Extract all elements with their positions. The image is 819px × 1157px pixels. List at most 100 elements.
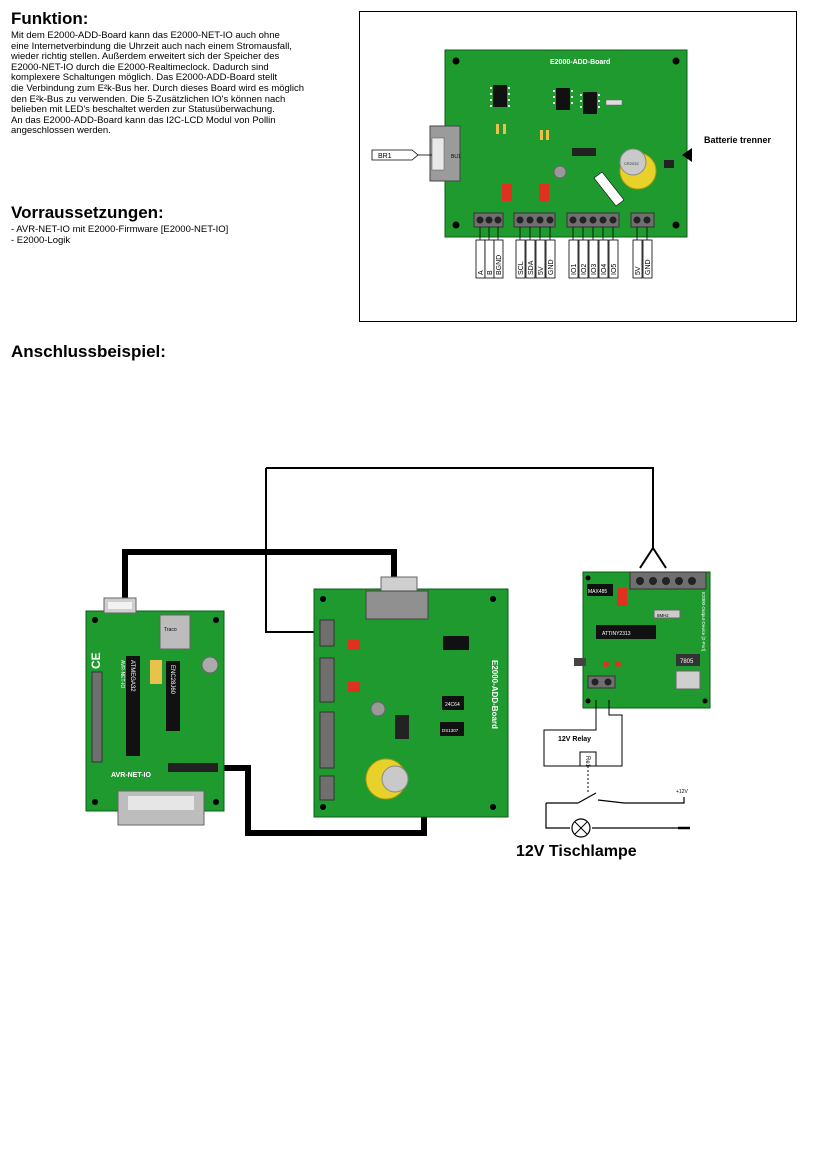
svg-text:ATTINY2313: ATTINY2313	[602, 631, 631, 637]
output-dip-switch	[617, 588, 627, 606]
funktion-line: wieder richtig stellen. Außerdem erweite…	[11, 51, 280, 63]
dip-switch-s2	[539, 184, 549, 201]
add-header	[395, 715, 409, 739]
avr-terminal-strip	[91, 671, 103, 763]
ic3-chip	[583, 92, 597, 114]
output-relay-header	[574, 658, 586, 666]
battery-trenner-label: Batterie trenner	[704, 135, 772, 145]
relay-wire-left	[543, 700, 597, 767]
funktion-line: die Verbindung zum E²k-Bus her. Durch di…	[11, 82, 305, 94]
pin-label-box	[642, 239, 653, 279]
resistor-r1	[496, 124, 499, 134]
bus-wire-split	[639, 547, 667, 569]
terminal-block-bus	[473, 212, 504, 228]
anschlussbeispiel-heading: Anschlussbeispiel:	[11, 342, 166, 361]
wiring-diagram: Traco ATMEGA32 AVR-NET-IO ENC28J60 CE AV…	[85, 467, 711, 838]
pin-label: IO4	[601, 264, 608, 275]
svg-text:24C64: 24C64	[445, 702, 460, 708]
socket-label: BU1	[451, 154, 461, 160]
funktion-line: komplexere Schaltungen möglich. Das E200…	[11, 72, 278, 84]
board-title: E2000-ADD-Board	[550, 59, 610, 66]
br1-label: BR1	[378, 153, 392, 160]
svg-text:8MHz: 8MHz	[657, 613, 670, 618]
terminal-block-i2c	[513, 212, 556, 228]
funktion-line: Mit dem E2000-ADD-Board kann das E2000-N…	[11, 30, 280, 41]
mount-hole	[452, 57, 460, 65]
battery-tag	[593, 171, 625, 207]
supply-label: +12V	[676, 789, 688, 795]
br1-label-tag	[371, 149, 419, 161]
add-bus-terminal	[319, 619, 335, 647]
funktion-line: den E²k-Bus zu verwenden. Die 5-Zusätzli…	[11, 93, 286, 105]
requirement-item: - E2000-Logik	[11, 234, 71, 246]
relay-ref: Re1	[584, 756, 590, 768]
add-board-wiring: 24C64 DS1307 E2000-ADD-Board	[313, 576, 509, 818]
pin-label: 5V	[538, 266, 545, 275]
ic1-chip	[493, 85, 507, 107]
pin-label-box	[632, 239, 643, 279]
capacitor	[553, 165, 567, 179]
add-switch-1	[348, 640, 360, 650]
pin-label-box	[545, 239, 556, 279]
battery-arrow-icon	[682, 148, 692, 162]
add-board-title-vertical: E2000-ADD-Board	[490, 660, 499, 729]
pin-label: SDA	[528, 260, 535, 275]
add-board-pcb	[444, 49, 688, 238]
lcd-header	[572, 148, 596, 156]
add-chip-24c64	[442, 696, 464, 710]
svg-text:AVR-NET-IO: AVR-NET-IO	[119, 660, 125, 688]
lamp-circuit	[545, 797, 685, 829]
avr-net-io-board: Traco ATMEGA32 AVR-NET-IO ENC28J60 CE AV…	[85, 597, 225, 826]
add-board-diagram: E2000-ADD-Board CR2032	[371, 49, 772, 279]
pin-label: B	[487, 270, 494, 275]
relay-wire-right	[596, 700, 623, 767]
crystal-q1	[605, 99, 623, 106]
lamp-caption: 12V Tischlampe	[516, 843, 637, 860]
pin-label-box	[525, 239, 536, 279]
output-regulator	[676, 654, 700, 666]
avr-resistor-array	[150, 660, 162, 684]
add-i2c-terminal	[319, 657, 335, 703]
pin-label-box	[493, 239, 504, 279]
requirement-item: - AVR-NET-IO mit E2000-Firmware [E2000-N…	[11, 224, 229, 235]
avr-i2c-header	[168, 763, 218, 772]
pin-label-box	[535, 239, 546, 279]
mount-hole	[672, 57, 680, 65]
add-switch-2	[348, 682, 360, 692]
pin-label: SCL	[518, 261, 525, 275]
terminal-block-io	[566, 212, 620, 228]
svg-text:MAX485: MAX485	[588, 589, 607, 595]
funktion-line: An das E2000-ADD-Board kann das I2C-LCD …	[11, 114, 276, 126]
mount-hole	[672, 221, 680, 229]
terminal-block-power	[630, 212, 655, 228]
funktion-line: eine Internetverbindung die Uhrzeit auch…	[11, 40, 292, 52]
pin-label: BGND	[496, 255, 503, 275]
output-chip-max485	[587, 584, 613, 596]
pin-label: 5V	[635, 266, 642, 275]
add-chip-max485	[443, 636, 469, 650]
pin-label: IO3	[591, 264, 598, 275]
add-capacitor	[370, 701, 386, 717]
pin-label: GND	[548, 259, 555, 275]
resistor-r2	[503, 124, 506, 134]
relay-label: 12V Relay	[558, 736, 591, 743]
battery-chip-label: CR2032	[624, 161, 639, 166]
output-chip-attiny	[596, 625, 656, 639]
svg-text:ATMEGA32: ATMEGA32	[129, 660, 135, 692]
resistor-r4	[546, 130, 549, 140]
funktion-line: belieben mit LED's beschaltet werden zur…	[11, 104, 275, 116]
atmega32-chip	[126, 656, 140, 756]
funktion-line: angeschlossen werden.	[11, 125, 111, 137]
avr-capacitor	[201, 656, 219, 674]
serial-cable	[122, 549, 397, 602]
svg-text:ENC28J60: ENC28J60	[169, 665, 175, 695]
ce-logo: CE	[89, 652, 103, 669]
avr-board-title: AVR-NET-IO	[111, 772, 151, 779]
dip-switch-s1	[502, 184, 512, 201]
vorraussetzungen-list: - AVR-NET-IO mit E2000-Firmware [E2000-N…	[11, 224, 356, 246]
mount-hole	[452, 221, 460, 229]
serial-connector-bu1	[429, 125, 461, 182]
add-power-terminal	[319, 775, 335, 801]
pin-label-box	[515, 239, 526, 279]
